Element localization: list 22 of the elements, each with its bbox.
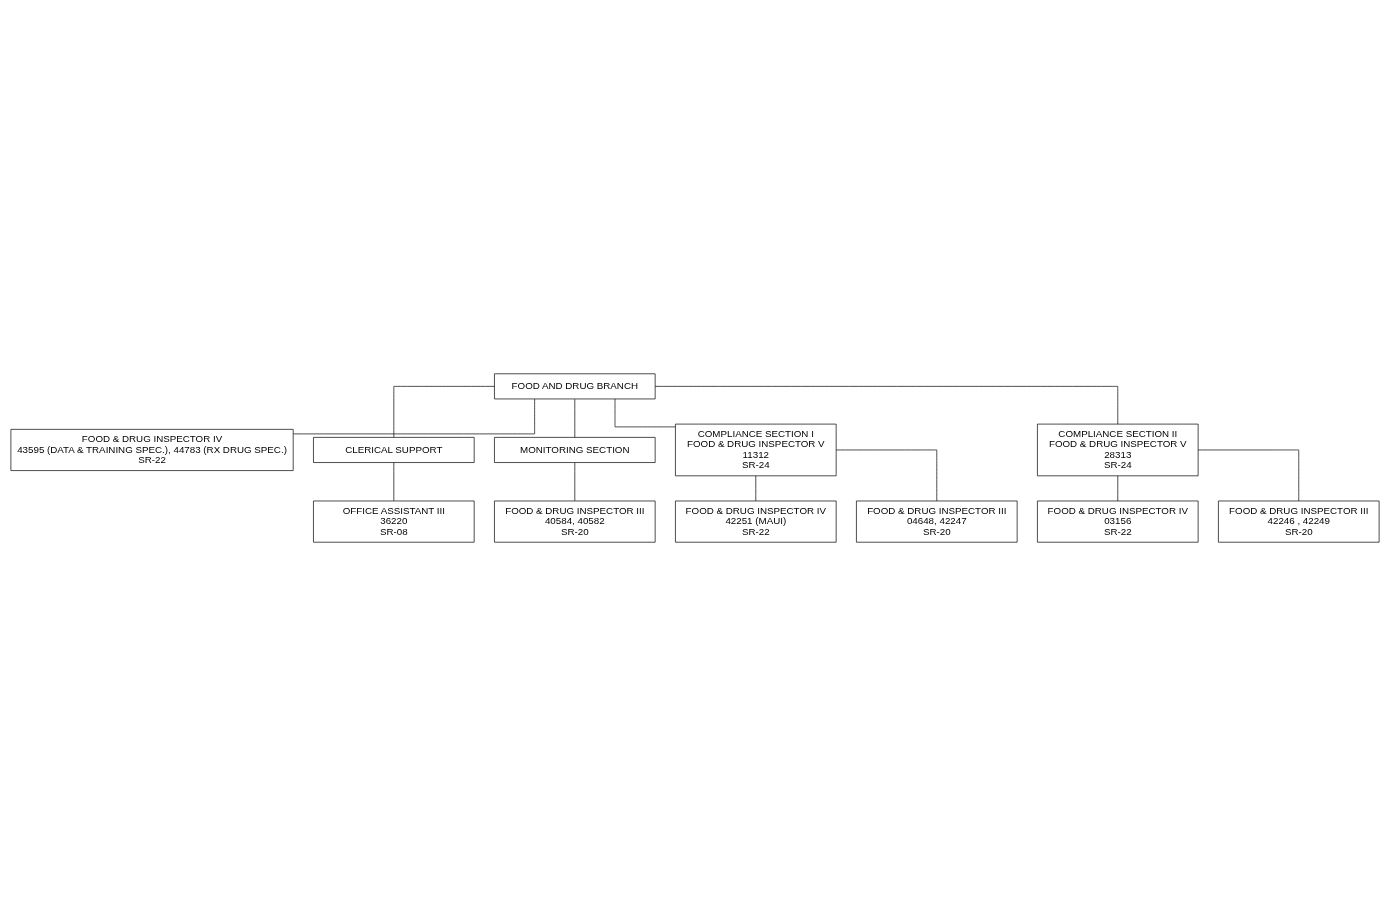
connector [614, 398, 676, 427]
node-box: FOOD & DRUG INSPECTOR III 42246 , 42249 SR-20 [1218, 500, 1380, 543]
node-box: FOOD & DRUG INSPECTOR III 40584, 40582 SR-20 [494, 500, 656, 543]
connector [654, 385, 1119, 424]
connector [293, 398, 535, 434]
node-box: COMPLIANCE SECTION II FOOD & DRUG INSPECTOR V 28313 SR-24 [1037, 423, 1199, 476]
node-box: FOOD & DRUG INSPECTOR IV 43595 (DATA & TRAINING SPEC.), 44783 (RX DRUG SPEC.) SR-22 [10, 428, 294, 471]
connector [755, 474, 757, 501]
node-box: FOOD AND DRUG BRANCH [494, 372, 656, 399]
connector [1117, 474, 1119, 501]
node-box: CLERICAL SUPPORT [313, 436, 475, 463]
connector [393, 461, 395, 501]
node-box: FOOD & DRUG INSPECTOR IV 42251 (MAUI) SR-22 [675, 500, 837, 543]
node-box: FOOD & DRUG INSPECTOR IV 03156 SR-22 [1037, 500, 1199, 543]
connector [574, 461, 576, 501]
node-box: OFFICE ASSISTANT III 36220 SR-08 [313, 500, 475, 543]
connector [1197, 449, 1300, 501]
node-box: MONITORING SECTION [494, 436, 656, 463]
connector [393, 385, 495, 437]
connector [574, 398, 576, 438]
node-box: FOOD & DRUG INSPECTOR III 04648, 42247 SR-20 [856, 500, 1018, 543]
node-box: COMPLIANCE SECTION I FOOD & DRUG INSPECTOR V 11312 SR-24 [675, 423, 837, 476]
